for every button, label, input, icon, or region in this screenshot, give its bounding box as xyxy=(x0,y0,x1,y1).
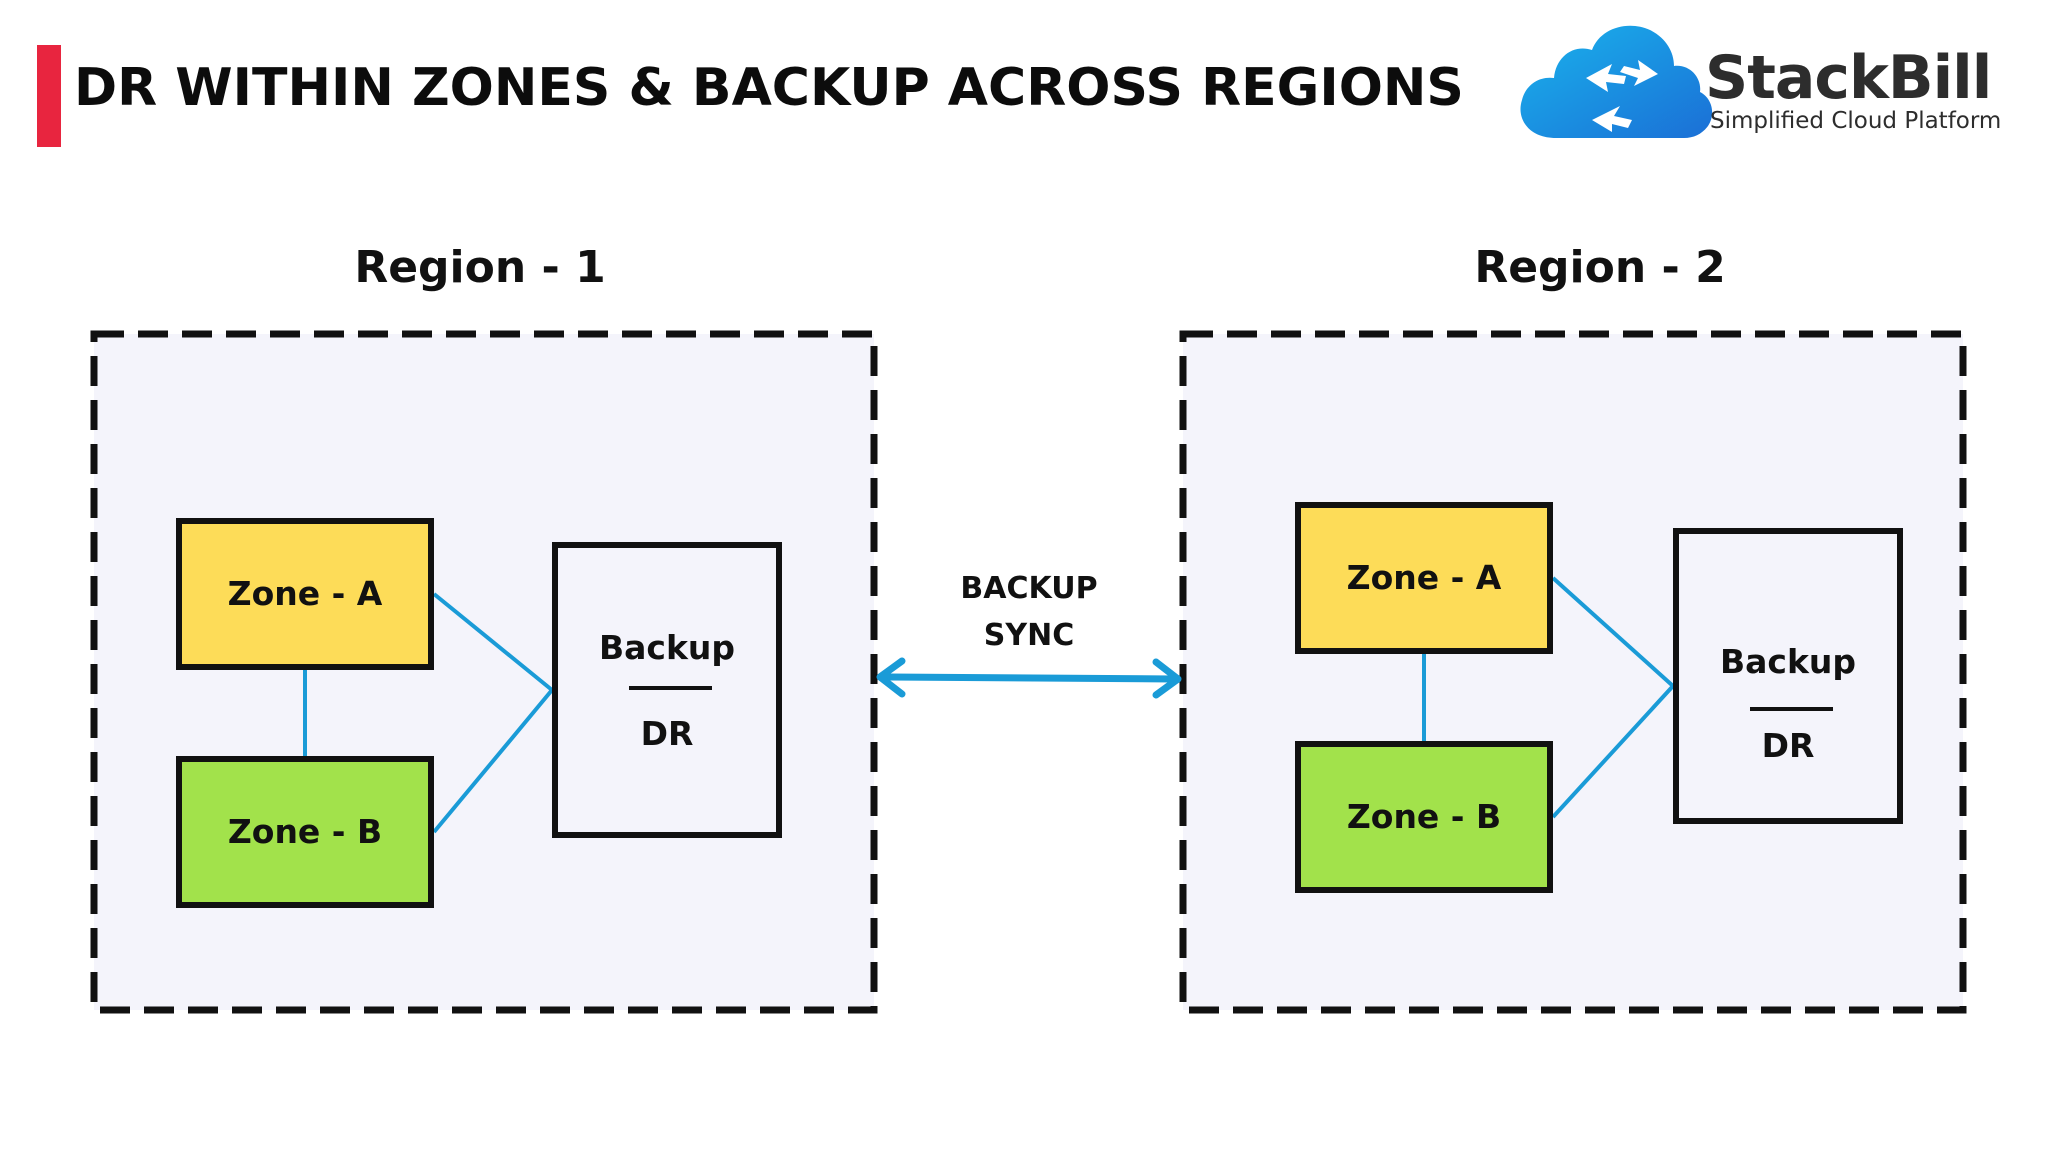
zone-label: Zone - A xyxy=(227,574,383,613)
backup-divider xyxy=(629,686,712,690)
backup-divider xyxy=(1750,707,1833,711)
region-2-zone-a: Zone - A xyxy=(1295,502,1553,654)
region-1-backup-dr: Backup DR xyxy=(552,542,782,838)
backup-sync-label-line-1: BACKUP xyxy=(960,571,1098,606)
backup-dr-label: DR xyxy=(640,714,694,753)
region-1-zone-b: Zone - B xyxy=(176,756,434,908)
region-1-zone-a: Zone - A xyxy=(176,518,434,670)
region-2-label: Region - 2 xyxy=(1474,242,1726,293)
region-2-backup-dr: Backup DR xyxy=(1673,528,1903,824)
cloud-arrows-icon xyxy=(1520,25,1713,139)
sync-arrow-left-head xyxy=(876,657,906,698)
page-title: DR WITHIN ZONES & BACKUP ACROSS REGIONS xyxy=(74,58,1464,118)
backup-sync-arrow xyxy=(880,673,1178,683)
zone-label: Zone - A xyxy=(1346,558,1502,597)
title-accent-bar xyxy=(37,45,61,147)
backup-sync-label-line-2: SYNC xyxy=(983,618,1075,653)
stackbill-logo xyxy=(1516,20,2016,145)
zone-label: Zone - B xyxy=(1346,797,1502,836)
sync-arrow-right-head xyxy=(1152,658,1182,699)
zone-label: Zone - B xyxy=(227,812,383,851)
backup-dr-label: DR xyxy=(1761,726,1815,765)
backup-title: Backup xyxy=(598,628,736,667)
logo-tagline: Simplified Cloud Platform xyxy=(1710,108,2002,134)
region-1-label: Region - 1 xyxy=(354,242,606,293)
logo-wordmark: StackBill xyxy=(1705,43,1992,113)
backup-title: Backup xyxy=(1719,642,1857,681)
region-2-zone-b: Zone - B xyxy=(1295,741,1553,893)
